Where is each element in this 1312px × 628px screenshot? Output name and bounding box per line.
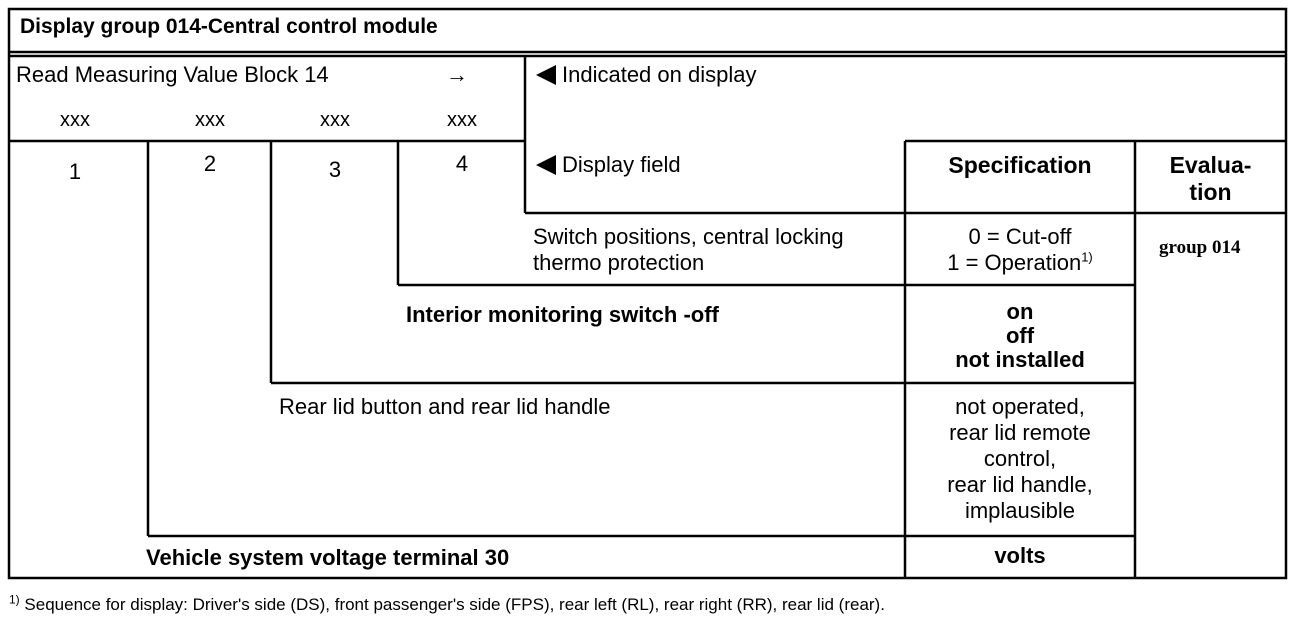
specification-header: Specification: [948, 152, 1092, 178]
page-title: Display group 014-Central control module: [20, 15, 438, 38]
row-2-spec: on off not installed: [955, 299, 1085, 372]
field-number-3: 3: [328, 157, 342, 182]
field-number-4: 4: [455, 151, 469, 176]
row-1-field: Switch positions, central locking thermo…: [533, 224, 844, 275]
placeholder-4: xxx: [447, 109, 477, 131]
evaluation-header: Evalua- tion: [1169, 152, 1252, 205]
row-1-spec: 0 = Cut-off 1 = Operation1): [947, 224, 1093, 275]
read-block-label: Read Measuring Value Block 14: [16, 62, 329, 87]
pointer-left-icon: [536, 155, 556, 175]
placeholder-1: xxx: [60, 109, 90, 131]
placeholder-3: xxx: [320, 109, 350, 131]
field-number-2: 2: [203, 151, 217, 176]
right-arrow-icon: →: [446, 62, 468, 87]
row-3-spec: not operated, rear lid remote control, r…: [947, 394, 1093, 523]
display-field-label: Display field: [536, 152, 681, 178]
indicated-on-display: Indicated on display: [536, 62, 756, 88]
row-4-spec: volts: [994, 543, 1046, 568]
field-number-1: 1: [68, 159, 82, 184]
placeholder-2: xxx: [195, 109, 225, 131]
row-2-field: Interior monitoring switch -off: [406, 302, 719, 327]
pointer-left-icon: [536, 65, 556, 85]
evaluation-value: group 014: [1159, 237, 1241, 258]
row-3-field: Rear lid button and rear lid handle: [279, 394, 611, 419]
row-4-field: Vehicle system voltage terminal 30: [146, 545, 510, 570]
footnote: 1) Sequence for display: Driver's side (…: [9, 592, 885, 614]
